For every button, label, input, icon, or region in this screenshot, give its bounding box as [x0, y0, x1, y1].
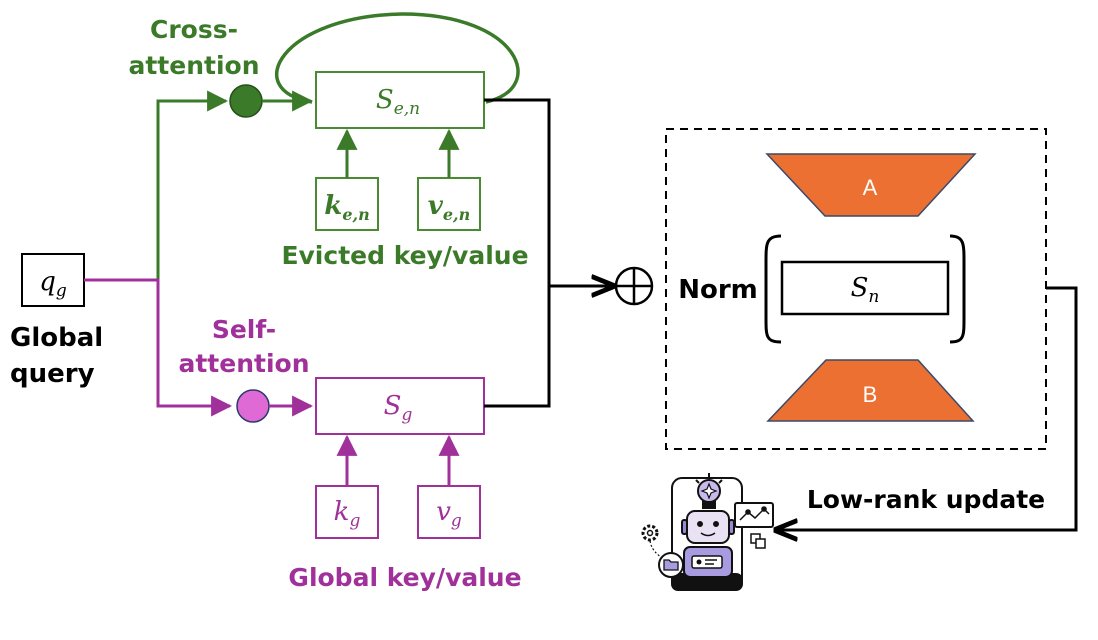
- evicted-state-symbol: Se,n: [376, 85, 420, 119]
- state-self-loop: [275, 12, 520, 104]
- evicted-state-output: [484, 98, 551, 286]
- evicted-state-box: [315, 71, 485, 129]
- low-rank-update-label: Low-rank update: [807, 485, 1045, 514]
- self-attention-label-line2: attention: [178, 349, 309, 378]
- global-state-symbol: Sg: [384, 391, 413, 425]
- global-query-label-line1: Global: [10, 323, 103, 353]
- cross-attention-node: [229, 84, 263, 118]
- global-value-box: [417, 485, 481, 539]
- trapezoid-b: [766, 359, 975, 422]
- cross-attention-label-line2: attention: [128, 51, 259, 80]
- norm-right-bracket: [949, 234, 966, 344]
- robot-assistant-icon: [641, 473, 774, 591]
- self-attention-path: [84, 278, 233, 417]
- state-box: [780, 260, 950, 316]
- trapezoid-a: [765, 153, 977, 217]
- norm-label: Norm: [678, 275, 758, 305]
- trapezoid-b-label: B: [863, 382, 878, 407]
- global-key-symbol: kg: [334, 497, 361, 531]
- query-symbol: qg: [39, 267, 67, 301]
- low-rank-update-path: [776, 286, 1078, 530]
- global-kv-label: Global key/value: [288, 563, 521, 592]
- self-attention-label-line1: Self-: [212, 315, 276, 344]
- norm-left-bracket: [764, 234, 782, 344]
- evicted-value-symbol: ve,n: [428, 191, 471, 224]
- global-state-output: [484, 286, 551, 408]
- evicted-kv-label: Evicted key/value: [281, 241, 528, 270]
- query-box: [21, 253, 85, 307]
- self-attention-node: [236, 389, 270, 423]
- cross-attention-label-line1: Cross-: [150, 15, 238, 44]
- evicted-value-box: [417, 177, 481, 231]
- circled-plus-icon: [614, 266, 654, 306]
- evicted-key-symbol: ke,n: [324, 191, 369, 224]
- evicted-key-box: [315, 177, 379, 231]
- global-value-symbol: vg: [436, 497, 462, 531]
- state-symbol: Sn: [851, 273, 880, 307]
- trapezoid-a-label: A: [863, 175, 878, 200]
- cross-attention-path: [84, 90, 229, 282]
- global-query-label-line2: query: [10, 359, 95, 389]
